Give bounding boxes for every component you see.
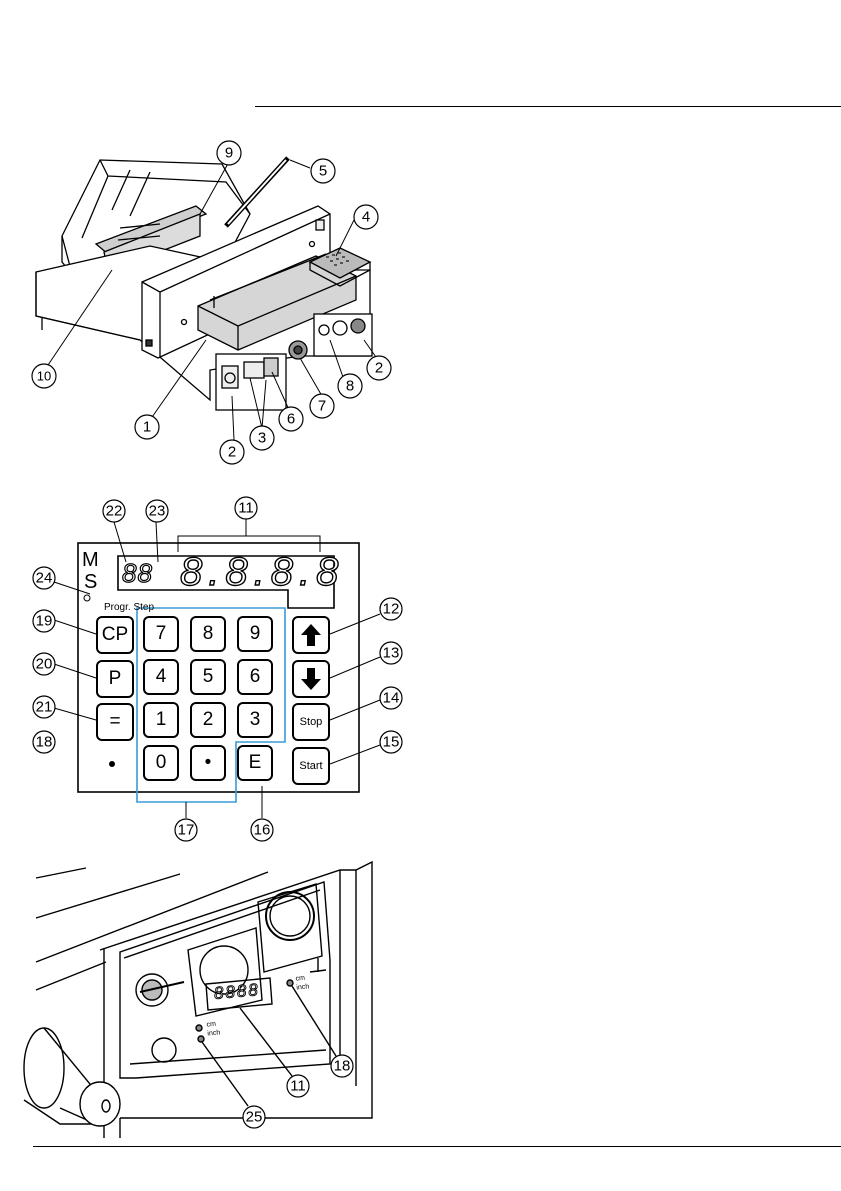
callout-25: 25 bbox=[246, 1109, 263, 1126]
callout-11-panel: 11 bbox=[290, 1078, 306, 1095]
callout-18-panel: 18 bbox=[334, 1058, 351, 1075]
